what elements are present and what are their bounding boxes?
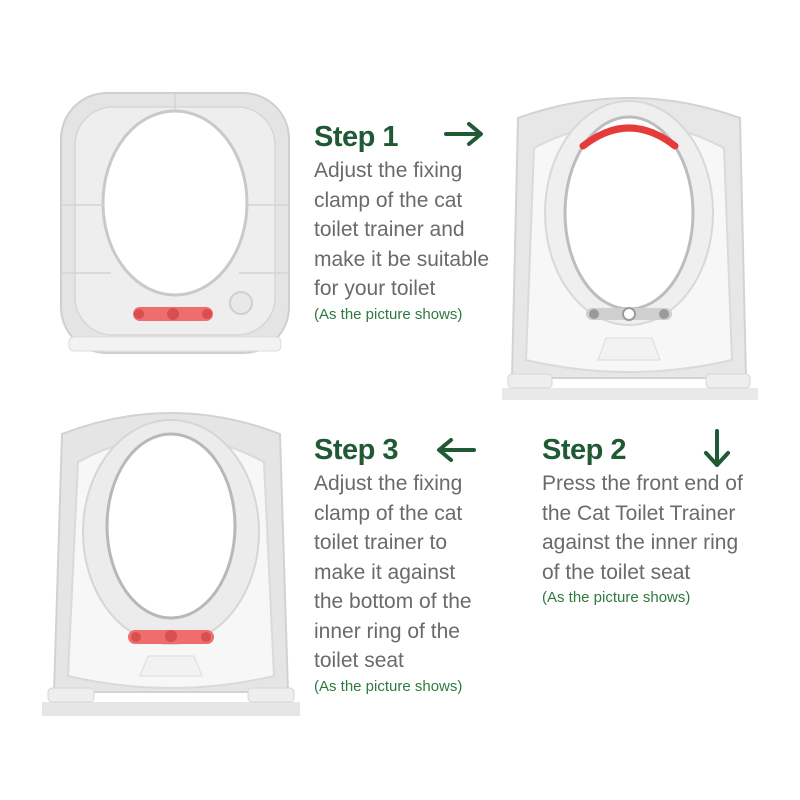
step3-body: Adjust the fixing clamp of the cat toile… [314, 472, 472, 672]
clamp-red-icon [133, 307, 213, 321]
step2-body: Press the front end of the Cat Toilet Tr… [542, 472, 743, 584]
inner-ring-red-icon [579, 124, 679, 150]
toilet-seat-step2-illustration [498, 88, 760, 403]
step1-body: Adjust the fixing clamp of the cat toile… [314, 159, 490, 300]
step3-title: Step 3 [314, 434, 399, 466]
step2-block: Step 2 Press the front end of the Cat To… [542, 433, 743, 608]
trainer-tray-illustration [55, 85, 295, 360]
toilet-seat-step3-illustration [40, 400, 302, 718]
step2-note: (As the picture shows) [542, 589, 691, 606]
arrow-left-icon [434, 437, 476, 463]
step1-title: Step 1 [314, 121, 399, 153]
step1-note: (As the picture shows) [314, 305, 463, 323]
step1-block: Step 1 Adjust the fixing clamp of the ca… [314, 120, 489, 325]
step3-block: Step 3 Adjust the fixing clamp of the ca… [314, 433, 472, 697]
step3-note: (As the picture shows) [314, 677, 463, 695]
clamp-red-icon [128, 630, 214, 644]
step2-title: Step 2 [542, 434, 627, 466]
arrow-right-icon [444, 121, 486, 147]
clamp-gray-icon [586, 307, 672, 321]
arrow-down-icon [700, 428, 734, 470]
